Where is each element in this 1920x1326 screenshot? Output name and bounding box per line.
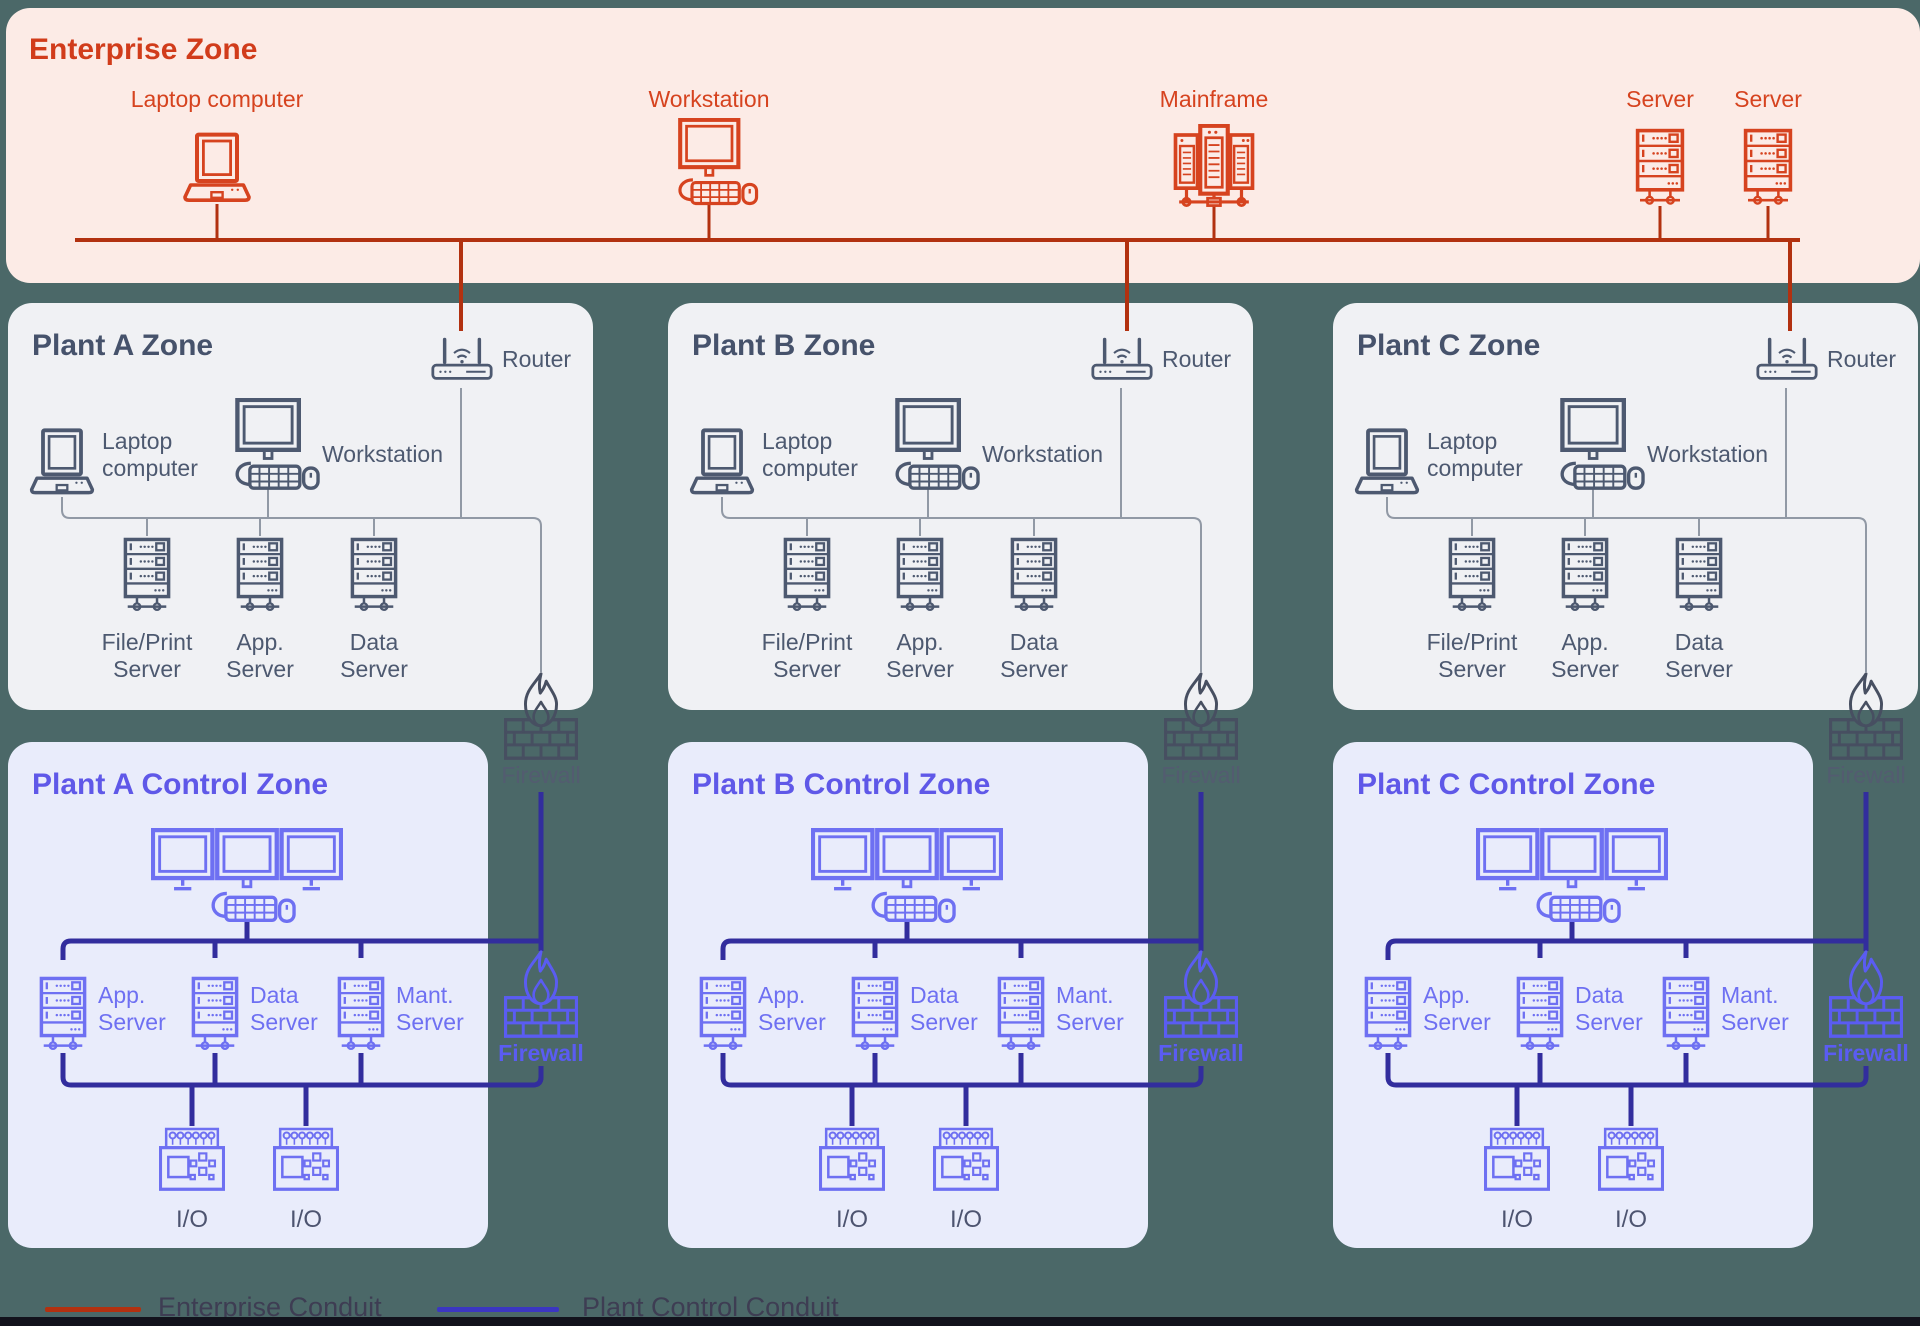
server-icon [188,976,242,1055]
bottom-bar [0,1317,1920,1326]
control-zone-panel [1333,742,1813,1248]
server-icon [1513,976,1567,1055]
server-icon [1672,537,1726,616]
firewall-label: Firewall [498,1040,584,1066]
server-icon [1558,537,1612,616]
legend-swatch-enterprise [45,1307,141,1312]
device-label: Laptop computer [130,86,304,112]
server-icon [994,976,1048,1055]
firewall-icon [1164,672,1238,760]
device-label: Server [1626,86,1694,112]
control-server-label: Mant.Server [1721,982,1789,1035]
control-zone-title: Plant A Control Zone [32,768,329,801]
server-icon [334,976,388,1055]
firewall-icon [504,950,578,1038]
firewall-label: Firewall [1158,1040,1244,1066]
server-icon [893,537,947,616]
control-server-label: App.Server [98,982,166,1035]
firewall-icon [1829,672,1903,760]
server-icon [1445,537,1499,616]
workstation-icon [878,398,984,494]
zone-title: Plant A Zone [32,329,214,362]
router-icon [1752,336,1822,386]
io-label: I/O [1500,1206,1533,1233]
server-icon [233,537,287,616]
control-server-label: App.Server [758,982,826,1035]
control-zone-panel [8,742,488,1248]
device-label: Workstation [648,86,770,112]
zone-title: Plant C Zone [1357,329,1541,362]
workstation-icon [218,398,324,494]
io-label: I/O [289,1206,322,1233]
server-icon [36,976,90,1055]
control-zone-title: Plant B Control Zone [692,768,991,801]
laptop-icon [24,428,100,498]
control-zone-title: Plant C Control Zone [1357,768,1656,801]
router-icon [1087,336,1157,386]
server-icon [1007,537,1061,616]
control-server-label: App.Server [1423,982,1491,1035]
workstation-icon [1543,398,1649,494]
io-label: I/O [949,1206,982,1233]
firewall-label: Firewall [1823,1040,1909,1066]
server-icon [1659,976,1713,1055]
control-server-label: Mant.Server [1056,982,1124,1035]
device-label: Mainframe [1159,86,1269,112]
workstation-label: Workstation [982,441,1104,467]
hmi-workstation-icon [1476,828,1668,932]
server-icon [848,976,902,1055]
io-module-icon [819,1126,885,1198]
router-label: Router [502,346,572,372]
io-module-icon [273,1126,339,1198]
hmi-workstation-icon [811,828,1003,932]
io-module-icon [159,1126,225,1198]
server-icon [780,537,834,616]
io-label: I/O [1614,1206,1647,1233]
io-module-icon [1598,1126,1664,1198]
router-label: Router [1827,346,1897,372]
workstation-label: Workstation [1647,441,1769,467]
control-zone-panel [668,742,1148,1248]
server-icon [347,537,401,616]
firewall-label: Firewall [1161,762,1241,788]
laptop-icon [1349,428,1425,498]
device-label: Server [1734,86,1802,112]
control-server-label: Mant.Server [396,982,464,1035]
enterprise-zone-title: Enterprise Zone [29,33,258,66]
legend-swatch-plant-control [437,1307,559,1312]
server-icon [1361,976,1415,1055]
io-module-icon [1484,1126,1550,1198]
firewall-icon [1829,950,1903,1038]
router-icon [427,336,497,386]
firewall-label: Firewall [1826,762,1906,788]
firewall-label: Firewall [501,762,581,788]
io-module-icon [933,1126,999,1198]
laptop-icon [684,428,760,498]
workstation-label: Workstation [322,441,444,467]
zone-title: Plant B Zone [692,329,876,362]
router-label: Router [1162,346,1232,372]
server-icon [696,976,750,1055]
io-label: I/O [835,1206,868,1233]
firewall-icon [504,672,578,760]
firewall-icon [1164,950,1238,1038]
server-icon [120,537,174,616]
io-label: I/O [175,1206,208,1233]
hmi-workstation-icon [151,828,343,932]
